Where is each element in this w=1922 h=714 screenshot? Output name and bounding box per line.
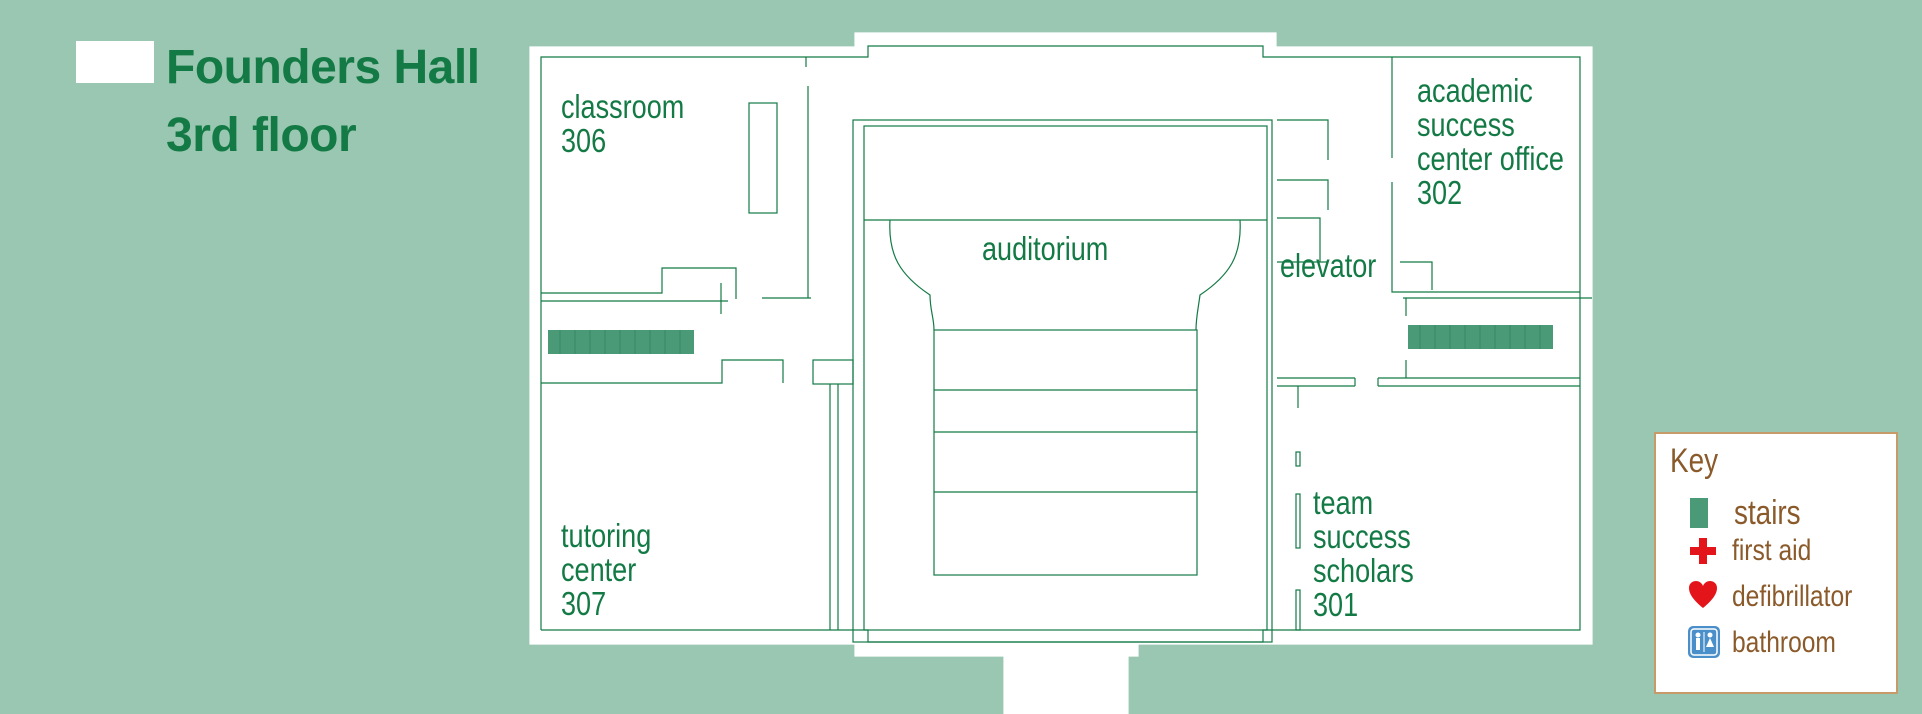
room-306-number: 306 <box>561 122 607 159</box>
key-first-aid-label: first aid <box>1732 534 1812 567</box>
stairs-west <box>548 330 694 354</box>
logo <box>76 41 154 83</box>
room-301-name-3: scholars <box>1313 552 1414 589</box>
map-key: Key stairs first aid defibrillator bathr… <box>1654 432 1898 694</box>
first-aid-icon <box>1690 538 1716 564</box>
room-307-name-1: tutoring <box>561 517 652 554</box>
room-301-number: 301 <box>1313 586 1359 623</box>
room-306-name: classroom <box>561 88 685 125</box>
key-title: Key <box>1670 442 1719 480</box>
key-bathroom-label: bathroom <box>1732 626 1836 659</box>
room-301-name-2: success <box>1313 518 1411 555</box>
room-301-label: team success scholars 301 <box>1313 486 1414 622</box>
auditorium-label: auditorium <box>982 230 1109 267</box>
room-302-name-3: center office <box>1417 140 1564 177</box>
floor-title: 3rd floor <box>166 109 357 162</box>
key-defibrillator-label: defibrillator <box>1732 580 1853 613</box>
room-307-label: tutoring center 307 <box>561 519 651 621</box>
room-302-number: 302 <box>1417 174 1463 211</box>
room-302-label: academic success center office 302 <box>1417 74 1564 210</box>
room-307-name-2: center <box>561 551 637 588</box>
room-306-label: classroom 306 <box>561 90 684 158</box>
elevator-label: elevator <box>1280 247 1377 284</box>
building-title: Founders Hall <box>166 41 480 94</box>
room-301-name-1: team <box>1313 484 1374 521</box>
room-302-name-1: academic <box>1417 72 1533 109</box>
defibrillator-icon <box>1689 581 1717 608</box>
stairs-icon <box>1690 498 1708 528</box>
room-302-name-2: success <box>1417 106 1515 143</box>
key-stairs-label: stairs <box>1734 494 1801 532</box>
room-307-number: 307 <box>561 585 607 622</box>
bathroom-icon <box>1688 626 1720 658</box>
